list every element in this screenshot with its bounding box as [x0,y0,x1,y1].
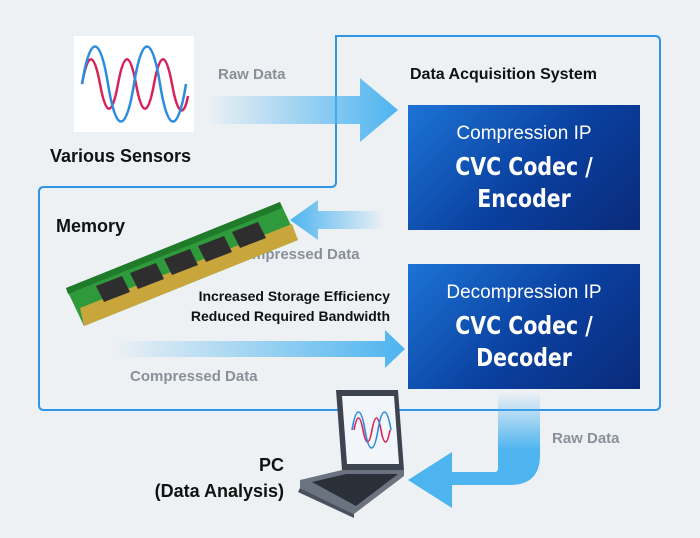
pc-label-line-2: (Data Analysis) [154,481,284,501]
memory-label: Memory [56,216,126,236]
encoder-box: Compression IP CVC Codec / Encoder [408,105,640,230]
sensors-label: Various Sensors [50,146,192,166]
pc-label-line-1: PC [258,455,284,475]
laptop-icon [298,390,404,518]
encoder-codec-line-2: Encoder [477,184,571,213]
benefit-reduced-bandwidth: Reduced Required Bandwidth [190,308,390,324]
ram-module-icon [66,202,298,326]
arrow-raw-data-to-pc [408,392,540,508]
benefit-storage-efficiency: Increased Storage Efficiency [198,288,390,304]
encoder-title: Compression IP [456,123,592,144]
memory-benefits: Increased Storage Efficiency Reduced Req… [170,286,390,326]
raw-data-in-label: Raw Data [218,66,286,83]
arrow-compressed-from-memory [110,330,405,368]
decoder-codec-line-2: Decoder [476,343,572,372]
pc-label: PC (Data Analysis) [150,452,284,504]
decoder-title: Decompression IP [446,282,602,303]
encoder-codec-line-1: CVC Codec / [455,152,593,181]
arrow-raw-data-in [205,78,398,142]
decoder-codec-line-1: CVC Codec / [455,311,593,340]
decoder-box: Decompression IP CVC Codec / Decoder [408,264,640,389]
arrow-compressed-to-memory [290,200,385,240]
raw-data-out-label: Raw Data [552,430,620,447]
compressed-in-label: Compressed Data [130,368,258,385]
system-title: Data Acquisition System [410,66,598,83]
sine-wave-icon [74,36,194,132]
